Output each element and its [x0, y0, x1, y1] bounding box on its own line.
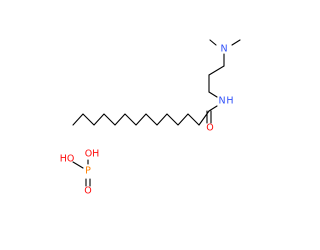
structure-canvas: N N H O HO OH P O	[60, 39, 241, 197]
atom-oh-phosphate: OH	[85, 149, 100, 160]
atom-phosphorus: P	[85, 166, 91, 177]
atom-h-amide: H	[226, 96, 233, 107]
bond-methyl-left	[209, 39, 217, 46]
bond-c1-c2	[208, 65, 225, 76]
bond-namide-ccarbonyl	[208, 105, 218, 112]
atom-o-phosphoryl: O	[84, 186, 91, 197]
atom-n-dimethyl: N	[220, 44, 227, 55]
atom-o-carbonyl: O	[206, 123, 213, 134]
molecule-drawing: N N H O HO OH P O	[60, 39, 241, 197]
bond-c3-namide	[208, 91, 218, 98]
alkyl-chain	[72, 110, 210, 126]
bond-p-ho	[72, 161, 84, 169]
atom-ho-phosphate: HO	[60, 154, 75, 165]
atom-n-amide: N	[218, 96, 225, 107]
bond-methyl-right	[231, 39, 241, 46]
